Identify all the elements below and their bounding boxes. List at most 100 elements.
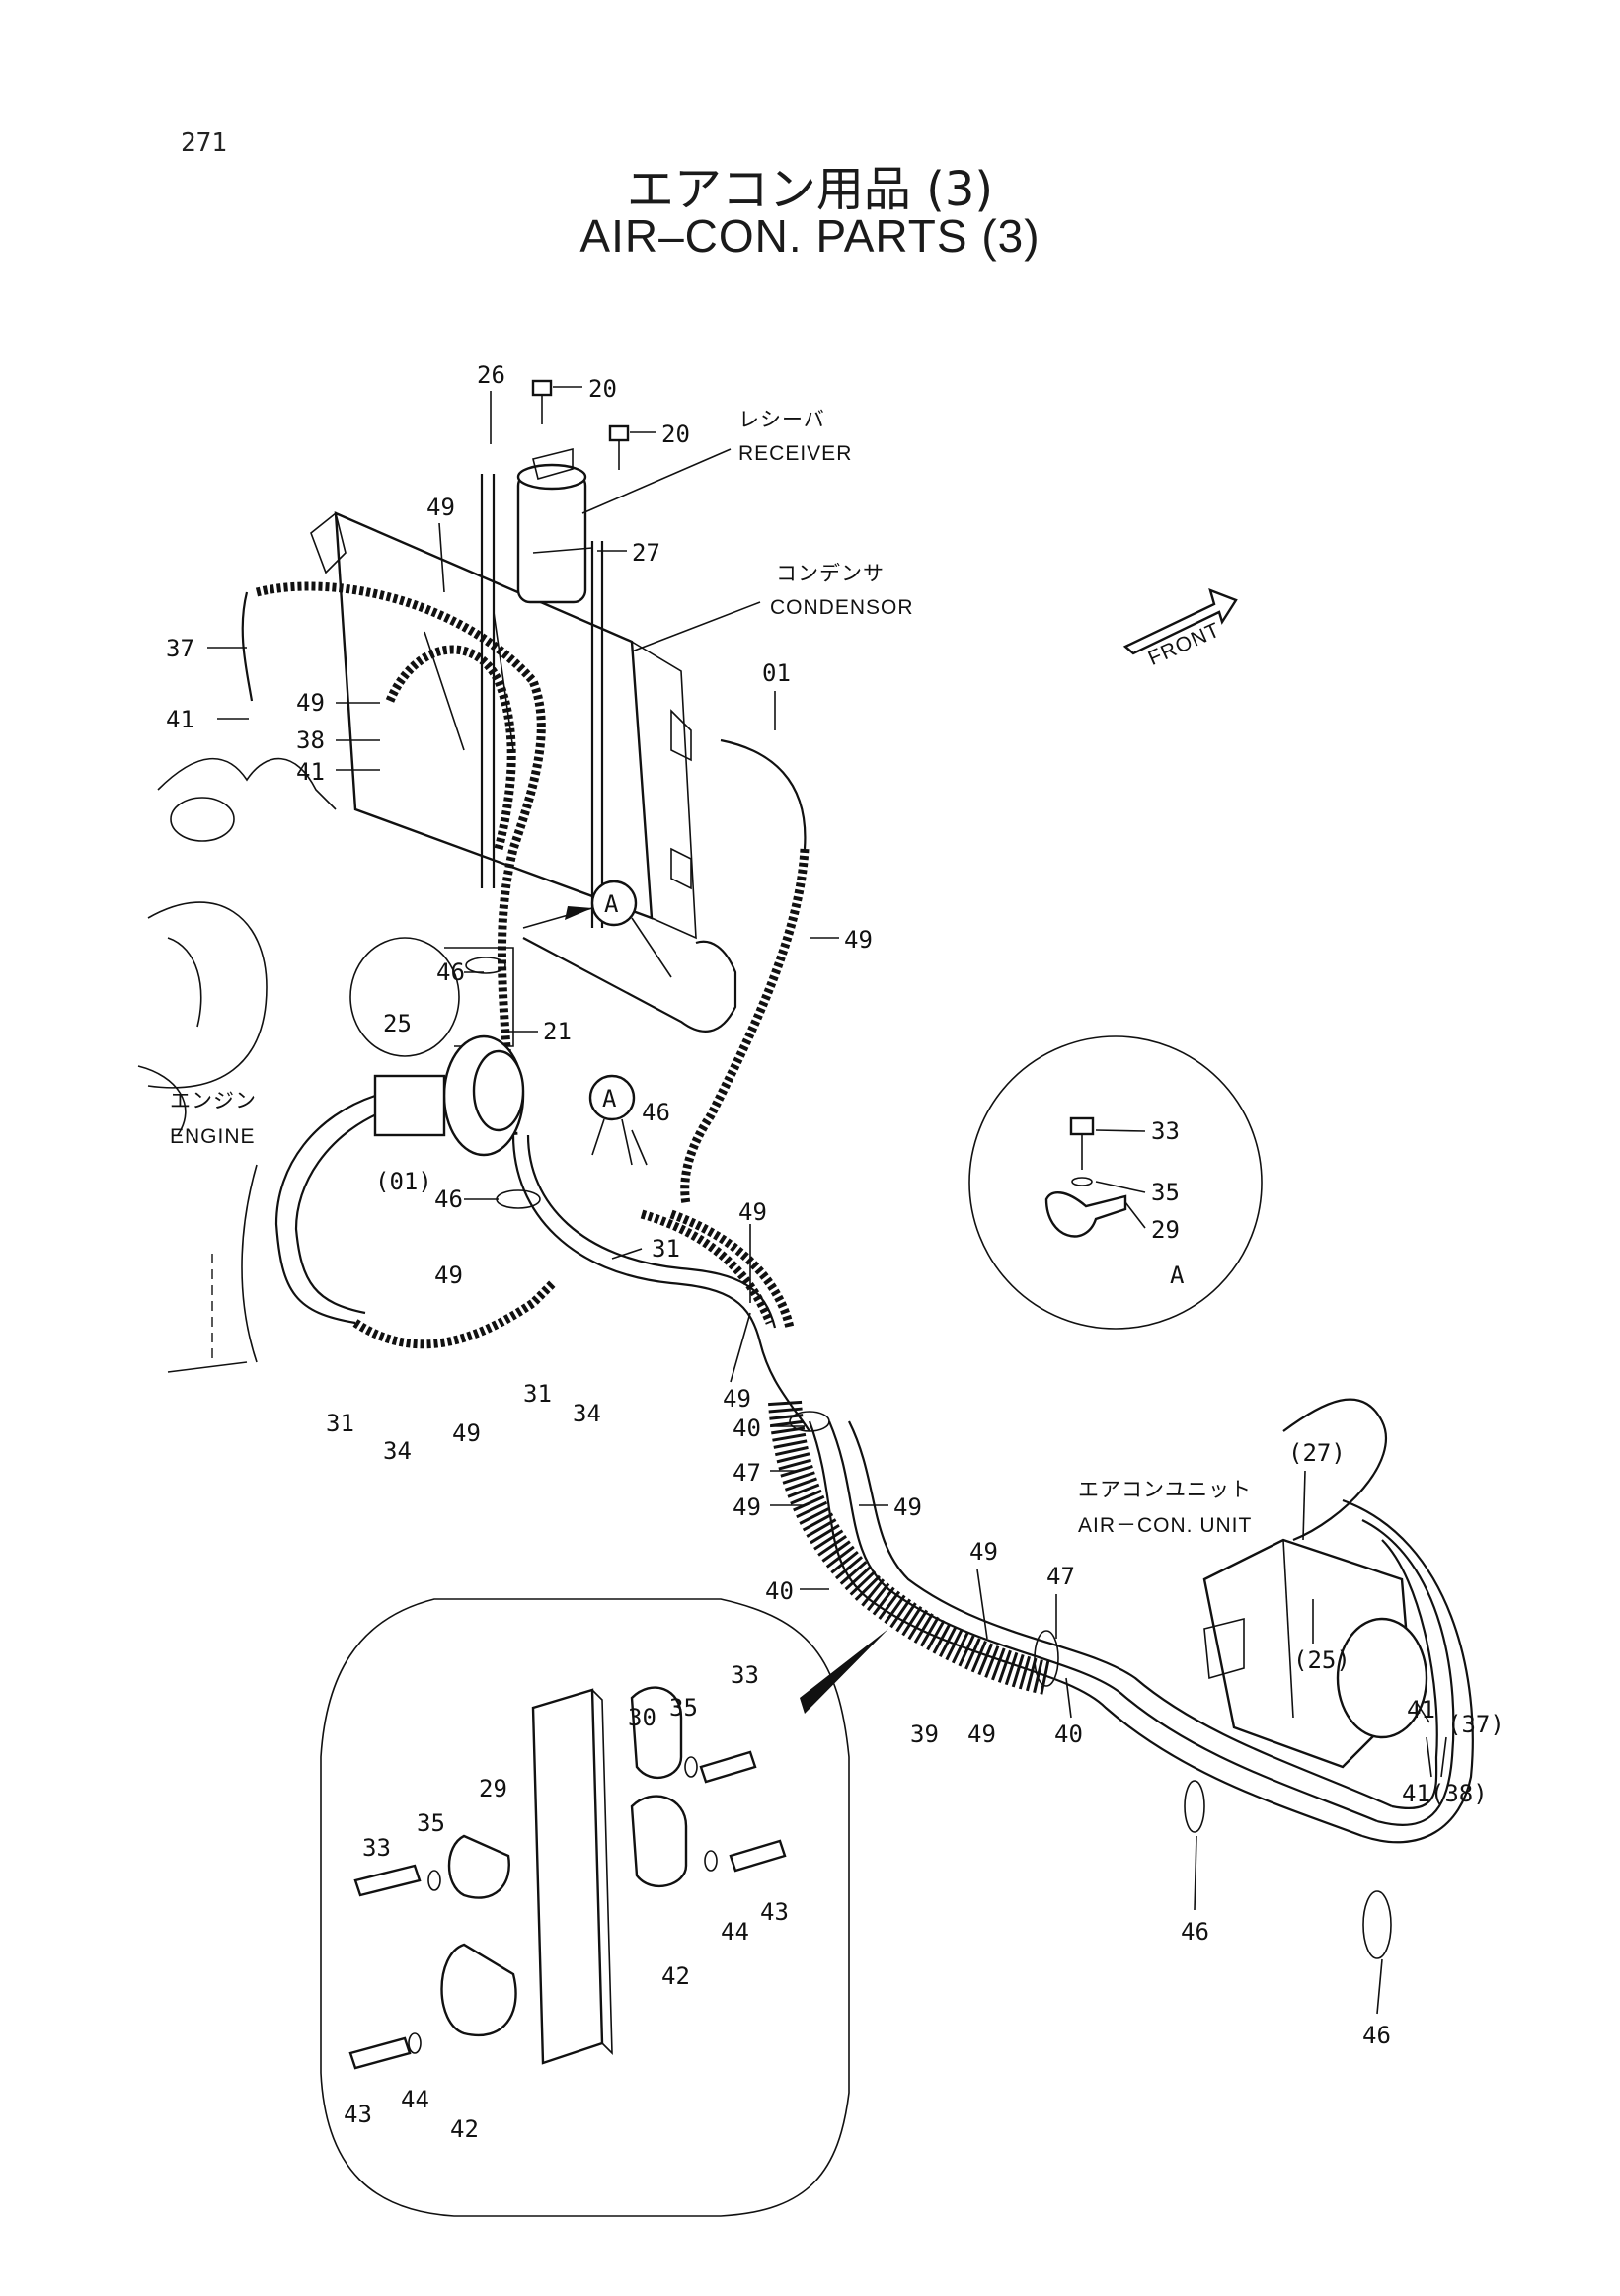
label-40-mid: 40	[765, 1577, 794, 1605]
label-detail-35-left: 35	[417, 1809, 445, 1837]
label-20-lower: 20	[661, 421, 690, 448]
pipe-27	[590, 541, 604, 928]
label-detail-43-right: 43	[760, 1898, 789, 1926]
hose-49-main	[255, 581, 546, 1136]
label-detail-42-left: 42	[450, 2115, 479, 2143]
label-49-run-left: 49	[733, 1493, 761, 1521]
label-detail-42-right: 42	[661, 1962, 690, 1990]
label-47-upper: 47	[733, 1459, 761, 1487]
label-01: 01	[762, 659, 791, 687]
page-title-english: AIR–CON. PARTS (3)	[579, 210, 1041, 262]
label-49-right: 49	[844, 926, 873, 954]
label-34-mid: 34	[573, 1400, 601, 1427]
detail-marker-a-upper: A	[522, 880, 672, 978]
label-detail-29: 29	[479, 1775, 507, 1802]
label-49-run-bottom: 49	[967, 1721, 996, 1748]
detail-a-inset: 33 35 29 A	[968, 1035, 1263, 1330]
aircon-unit-label-jp: エアコンユニット	[1078, 1479, 1252, 1501]
pipe-to-condensor	[522, 937, 737, 1033]
hose-01	[680, 738, 810, 1205]
label-49-top: 49	[426, 494, 455, 521]
label-39: 39	[910, 1721, 939, 1748]
label-26: 26	[477, 361, 505, 389]
condensor-label-jp: コンデンサ	[776, 563, 885, 585]
label-01-ref: (01)	[375, 1168, 432, 1195]
label-46-end: 46	[1362, 2022, 1391, 2049]
label-46-run: 46	[1181, 1918, 1209, 1946]
receiver	[516, 447, 593, 604]
condensor-label-en: CONDENSOR	[770, 596, 914, 619]
label-49-lower-left: 49	[434, 1262, 463, 1289]
label-46-left: 46	[434, 1186, 463, 1213]
detail-marker-a-lower: A	[588, 1074, 636, 1166]
label-49-bottom: 49	[452, 1419, 481, 1447]
label-40-lower: 40	[1054, 1721, 1083, 1748]
label-41-38-ref: 41(38)	[1402, 1780, 1488, 1807]
front-arrow: FRONT	[1122, 588, 1238, 670]
label-detail-a-35: 35	[1151, 1179, 1180, 1206]
label-49-run-right: 49	[893, 1493, 922, 1521]
label-49-run: 49	[723, 1385, 751, 1413]
label-46-center: 46	[642, 1099, 670, 1126]
label-31-left: 31	[326, 1410, 354, 1437]
label-40-upper: 40	[733, 1415, 761, 1442]
bracket-detail-labels: 33 35 30 29 35 33 43 44 42 43 44 42	[344, 1661, 789, 2143]
label-41-unit: 41	[1407, 1696, 1435, 1723]
label-detail-a-29: 29	[1151, 1216, 1180, 1244]
part-number-labels: 26 20 20 27 49 37 41 49 38 41 01 49 46 2…	[166, 361, 1504, 2049]
label-34-left: 34	[383, 1437, 412, 1465]
label-25-ref: (25)	[1293, 1646, 1350, 1674]
engine-label-jp: エンジン	[170, 1090, 257, 1112]
label-detail-43-left: 43	[344, 2101, 372, 2128]
label-detail-a-33: 33	[1151, 1117, 1180, 1145]
label-37-ref: (37)	[1447, 1711, 1504, 1738]
label-detail-35-upper: 35	[669, 1694, 698, 1722]
engine-label-en: ENGINE	[170, 1125, 256, 1148]
label-41-lower: 41	[296, 758, 325, 786]
label-detail-44-left: 44	[401, 2086, 429, 2113]
label-31-center: 31	[652, 1235, 680, 1263]
label-47-lower: 47	[1046, 1563, 1075, 1590]
insulation-tube-39	[768, 1400, 1050, 1695]
label-49-loop: 49	[296, 689, 325, 717]
hose-compressor-lower	[274, 1094, 557, 1349]
leader-lines	[207, 386, 1447, 2015]
bracket-detail-inset	[320, 1598, 888, 2217]
label-27: 27	[632, 539, 660, 567]
page-number: 271	[181, 128, 227, 158]
bolt-20-upper	[531, 379, 553, 424]
bolt-20-lower	[608, 424, 630, 470]
label-21: 21	[543, 1018, 572, 1045]
label-49-center: 49	[738, 1198, 767, 1226]
receiver-label-jp: レシーバ	[738, 409, 825, 431]
label-41-upper: 41	[166, 706, 194, 733]
label-20-upper: 20	[588, 375, 617, 403]
page-title-japanese: エアコン用品 (3)	[626, 162, 994, 217]
label-detail-30: 30	[628, 1704, 656, 1731]
aircon-unit-label-en: AIR－CON. UNIT	[1078, 1514, 1252, 1537]
receiver-label-en: RECEIVER	[738, 442, 852, 465]
label-37: 37	[166, 635, 194, 662]
label-31-mid: 31	[523, 1380, 552, 1408]
label-detail-33-upper: 33	[731, 1661, 759, 1689]
hose-37	[241, 591, 254, 702]
condensor-panel	[310, 511, 697, 940]
hose-bundle-main-run	[511, 1134, 1474, 1844]
label-detail-44-right: 44	[721, 1918, 749, 1946]
aircon-unit	[1202, 1538, 1428, 1769]
label-25: 25	[383, 1010, 412, 1037]
svg-text:A: A	[602, 1085, 617, 1112]
label-38: 38	[296, 727, 325, 754]
compressor	[373, 1034, 525, 1157]
label-46-compressor: 46	[436, 958, 465, 986]
label-27-ref: (27)	[1288, 1439, 1346, 1467]
svg-text:A: A	[604, 890, 619, 918]
clamp-bands	[465, 957, 1392, 1959]
component-callouts: レシーバ RECEIVER コンデンサ CONDENSOR エンジン ENGIN…	[170, 409, 1252, 1537]
engine-outline	[137, 757, 514, 1373]
label-detail-33-left: 33	[362, 1834, 391, 1862]
pipe-26	[480, 474, 496, 888]
label-detail-a-mark: A	[1170, 1262, 1185, 1289]
